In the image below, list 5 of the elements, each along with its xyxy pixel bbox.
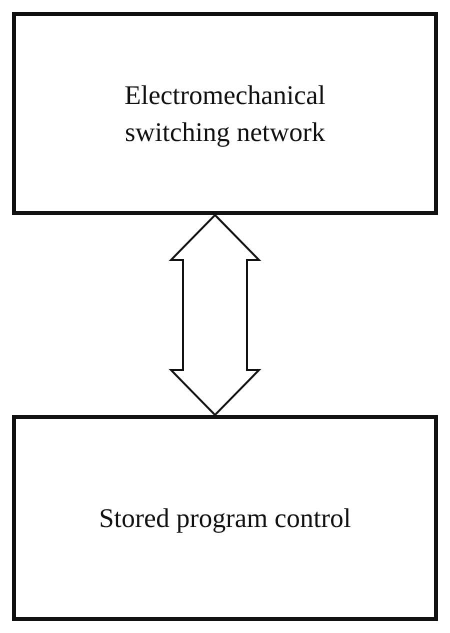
- process-box: [12, 415, 438, 621]
- box-label: Stored program control: [99, 502, 351, 535]
- box-label: Electromechanical switching network: [124, 79, 326, 149]
- double-arrow: [168, 214, 262, 416]
- process-box: [12, 12, 438, 215]
